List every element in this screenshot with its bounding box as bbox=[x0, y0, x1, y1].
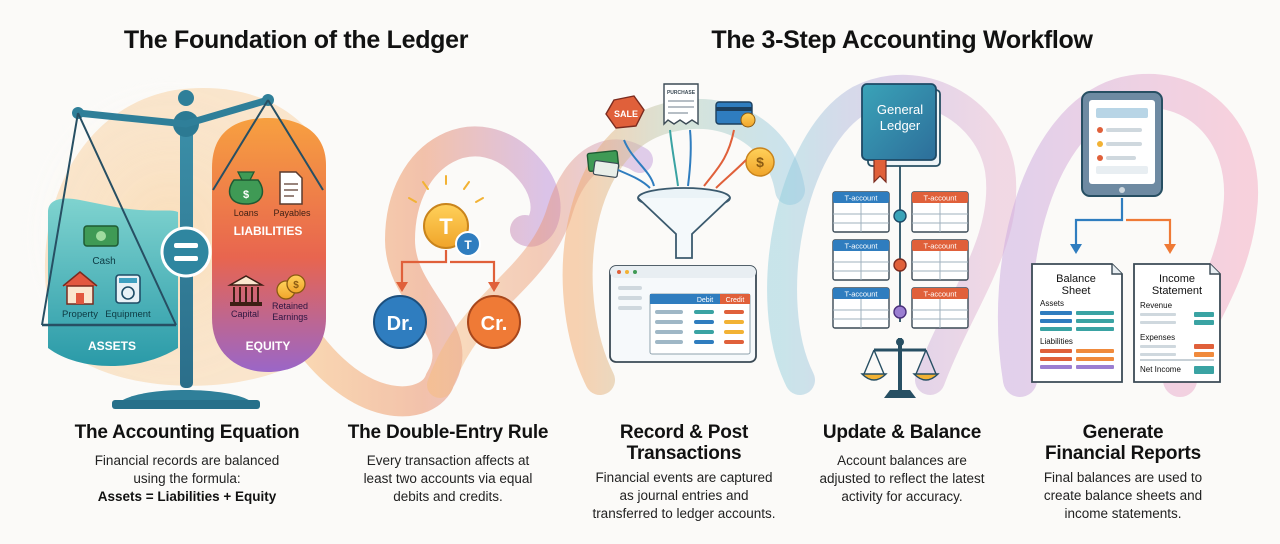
balance-sheet-document: Balance Sheet Assets Liabilities bbox=[1031, 263, 1123, 383]
income-statement-document: Income Statement Revenue Expenses Net In… bbox=[1133, 263, 1221, 383]
svg-text:$: $ bbox=[756, 154, 764, 170]
coins-icon: $ bbox=[276, 274, 306, 300]
invoice-icon bbox=[279, 171, 303, 205]
capital-label: Capital bbox=[231, 309, 259, 319]
record-post-illustration: SALE PURCHASE $ bbox=[586, 83, 775, 363]
t-account-card: T-account bbox=[911, 287, 969, 329]
svg-text:Balance: Balance bbox=[1056, 273, 1096, 285]
t-account-label: T-account bbox=[924, 194, 958, 203]
balance-scale-icon bbox=[860, 338, 940, 398]
retained-label-2: Earnings bbox=[272, 312, 308, 322]
heading-foundation: The Foundation of the Ledger bbox=[123, 26, 469, 54]
equipment-icon bbox=[115, 274, 141, 304]
heading-workflow: The 3-Step Accounting Workflow bbox=[711, 26, 1093, 54]
svg-text:SALE: SALE bbox=[614, 109, 638, 119]
credit-card-icon bbox=[715, 101, 756, 128]
panel-desc-accounting-equation: Financial records are balanced using the… bbox=[82, 452, 292, 506]
cash-icon bbox=[83, 225, 119, 247]
svg-text:Assets: Assets bbox=[1040, 299, 1064, 308]
property-label: Property bbox=[62, 309, 98, 320]
svg-text:Debit: Debit bbox=[697, 297, 713, 304]
svg-text:Net Income: Net Income bbox=[1140, 365, 1181, 374]
equipment-label: Equipment bbox=[105, 309, 151, 320]
liabilities-label: LIABILITIES bbox=[234, 224, 303, 238]
panel-title-update-balance: Update & Balance bbox=[822, 422, 982, 443]
svg-text:Statement: Statement bbox=[1152, 285, 1202, 297]
svg-text:Cr.: Cr. bbox=[481, 313, 508, 335]
double-entry-illustration: T T Dr. Cr. bbox=[373, 175, 521, 349]
loans-label: Loans bbox=[234, 208, 259, 218]
svg-text:Ledger: Ledger bbox=[880, 118, 921, 133]
funnel-icon bbox=[637, 187, 731, 259]
t-account-label: T-account bbox=[845, 290, 879, 299]
panel-title-double-entry: The Double-Entry Rule bbox=[347, 422, 549, 443]
t-account-label: T-account bbox=[845, 242, 879, 251]
svg-text:Expenses: Expenses bbox=[1140, 333, 1175, 342]
retained-label-1: Retained bbox=[272, 301, 308, 311]
panel-desc-update-balance: Account balances are adjusted to reflect… bbox=[819, 453, 985, 504]
tablet-icon bbox=[1081, 91, 1163, 197]
t-account-label: T-account bbox=[845, 194, 879, 203]
t-account-coin-icon bbox=[423, 203, 469, 249]
debit-circle bbox=[373, 295, 427, 349]
equals-icon bbox=[160, 226, 212, 278]
panel-desc-double-entry: Every transaction affects at least two a… bbox=[363, 453, 533, 504]
svg-text:Liabilities: Liabilities bbox=[1040, 337, 1073, 346]
panel-title-record-post: Record & Post Transactions bbox=[619, 422, 749, 464]
t-account-label: T-account bbox=[924, 242, 958, 251]
svg-text:$: $ bbox=[243, 189, 249, 201]
t-account-card: T-account bbox=[832, 191, 890, 233]
cash-bills-icon bbox=[586, 149, 620, 178]
formula-text: Assets = Liabilities + Equity bbox=[97, 489, 277, 504]
svg-text:Revenue: Revenue bbox=[1140, 301, 1173, 310]
cash-label: Cash bbox=[92, 256, 115, 267]
svg-text:T: T bbox=[439, 214, 453, 239]
assets-label: ASSETS bbox=[88, 339, 136, 353]
t-account-card: T-account bbox=[911, 191, 969, 233]
svg-text:T: T bbox=[464, 238, 472, 252]
payables-label: Payables bbox=[273, 208, 311, 218]
money-bag-icon: $ bbox=[228, 171, 264, 205]
general-ledger-book-icon: General Ledger bbox=[861, 83, 941, 184]
sale-tag-icon: SALE bbox=[605, 95, 645, 129]
t-account-card: T-account bbox=[832, 287, 890, 329]
receipt-icon: PURCHASE bbox=[663, 83, 699, 126]
t-account-label: T-account bbox=[924, 290, 958, 299]
t-account-card: T-account bbox=[832, 239, 890, 281]
svg-text:Income: Income bbox=[1159, 273, 1195, 285]
svg-text:Sheet: Sheet bbox=[1062, 285, 1091, 297]
svg-text:Credit: Credit bbox=[726, 297, 745, 304]
panel-desc-reports: Final balances are used to create balanc… bbox=[1043, 470, 1203, 521]
house-icon bbox=[62, 271, 98, 305]
t-account-small-icon bbox=[455, 231, 481, 257]
accounting-equation-illustration: Cash Property Equipment ASSETS $ Loans P… bbox=[41, 90, 326, 409]
panel-title-reports: Generate Financial Reports bbox=[1044, 422, 1202, 464]
svg-text:$: $ bbox=[293, 280, 299, 291]
reports-illustration: Balance Sheet Assets Liabilities Income … bbox=[1031, 91, 1221, 383]
equity-label: EQUITY bbox=[246, 339, 291, 353]
svg-text:PURCHASE: PURCHASE bbox=[667, 90, 696, 96]
credit-circle bbox=[467, 295, 521, 349]
dollar-coin-icon bbox=[745, 147, 775, 177]
panel-desc-record-post: Financial events are captured as journal… bbox=[592, 470, 776, 521]
svg-text:Dr.: Dr. bbox=[387, 313, 414, 335]
bank-icon bbox=[227, 275, 265, 306]
journal-screen: Debit Credit bbox=[609, 265, 757, 363]
svg-text:General: General bbox=[877, 102, 923, 117]
t-account-card: T-account bbox=[911, 239, 969, 281]
panel-title-accounting-equation: The Accounting Equation bbox=[74, 422, 300, 443]
liabilities-equity-shape bbox=[212, 118, 326, 372]
